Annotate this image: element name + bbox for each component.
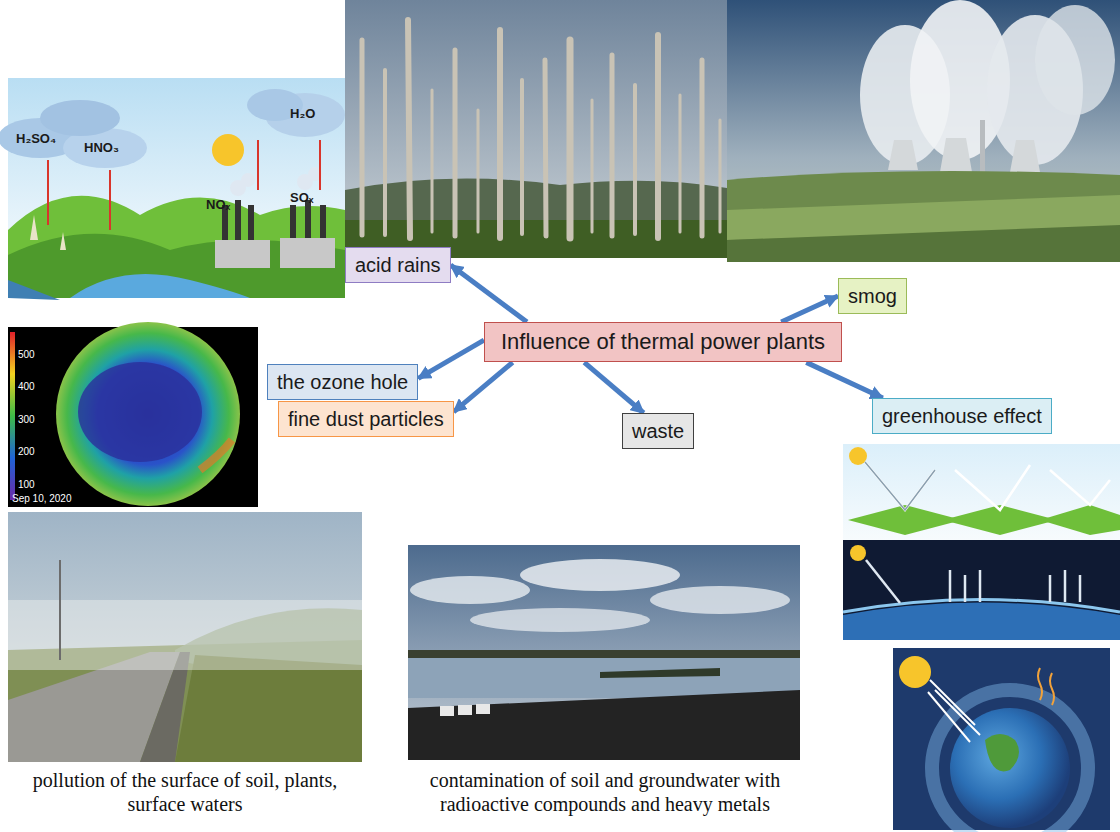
earth-energy-image: [893, 648, 1110, 832]
chemical-formula: NOₓ: [206, 197, 230, 213]
chemical-formula: HNO₃: [84, 140, 119, 156]
effect-box: the ozone hole: [267, 364, 418, 400]
arrow-connector: [454, 362, 513, 411]
box-label: waste: [632, 419, 684, 443]
scale-value: 100: [18, 479, 35, 491]
chemical-formula: H₂SO₄: [16, 131, 56, 147]
scale-value: 400: [18, 381, 35, 393]
photo-caption: contamination of soil and groundwater wi…: [392, 768, 818, 816]
scale-value: 500: [18, 349, 35, 361]
arrow-connector: [781, 296, 838, 322]
chemical-formula: SOₓ: [290, 190, 314, 206]
box-label: acid rains: [355, 253, 441, 277]
box-label: smog: [848, 284, 897, 308]
box-label: Influence of thermal power plants: [501, 329, 825, 355]
effect-box: greenhouse effect: [872, 398, 1052, 434]
arrow-connector: [584, 362, 643, 413]
arrow-connector: [806, 362, 883, 398]
box-label: fine dust particles: [288, 407, 444, 431]
effect-box: acid rains: [345, 247, 451, 283]
central-box: Influence of thermal power plants: [484, 322, 842, 362]
forest-photo: [345, 0, 727, 258]
photo-caption: pollution of the surface of soil, plants…: [25, 768, 345, 816]
date-stamp: Sep 10, 2020: [12, 493, 72, 505]
arrow-connector: [418, 340, 484, 378]
box-label: greenhouse effect: [882, 404, 1042, 428]
ash-lagoon-photo: [408, 545, 800, 760]
effect-box: smog: [838, 278, 907, 314]
arrow-connector: [451, 265, 527, 322]
box-label: the ozone hole: [277, 370, 408, 394]
ozone-map: [8, 322, 258, 507]
effect-box: waste: [622, 413, 694, 449]
effect-box: fine dust particles: [278, 401, 454, 437]
acid-rain-scheme: [0, 78, 345, 300]
greenhouse-scheme: [843, 444, 1120, 640]
power-plant-photo: [727, 0, 1120, 262]
scale-value: 200: [18, 446, 35, 458]
chemical-formula: H₂O: [290, 106, 315, 122]
foggy-road-photo: [8, 512, 362, 762]
scale-value: 300: [18, 414, 35, 426]
